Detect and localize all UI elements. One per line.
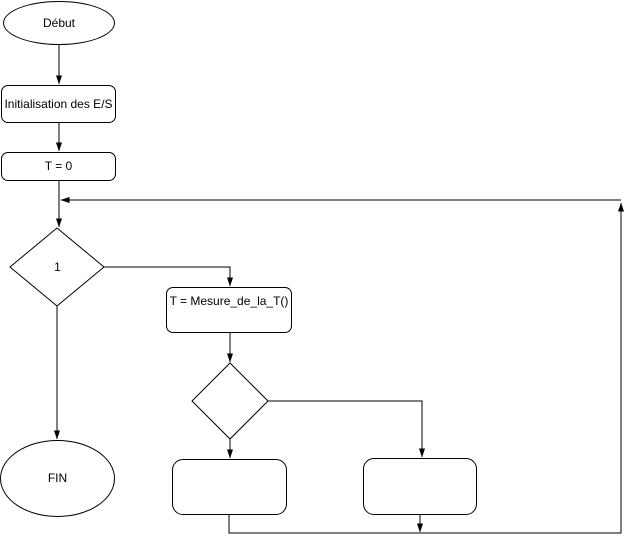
start-terminator: Début xyxy=(3,1,115,45)
connector-decision1-to-measure xyxy=(104,266,233,287)
connector-decision2-to-action-right xyxy=(268,400,425,458)
process-init-io: Initialisation des E/S xyxy=(1,85,116,123)
process-action-right-empty xyxy=(363,458,477,515)
process-t-equals-0: T = 0 xyxy=(1,152,116,181)
connector-actions-loop-back xyxy=(228,202,624,534)
end-terminator: FIN xyxy=(0,440,115,517)
process-action-left-empty xyxy=(172,459,287,515)
decision-1-label: 1 xyxy=(54,260,61,274)
process-measure-temperature: T = Mesure_de_la_T() xyxy=(166,287,292,333)
decision-2-diamond xyxy=(191,362,269,440)
